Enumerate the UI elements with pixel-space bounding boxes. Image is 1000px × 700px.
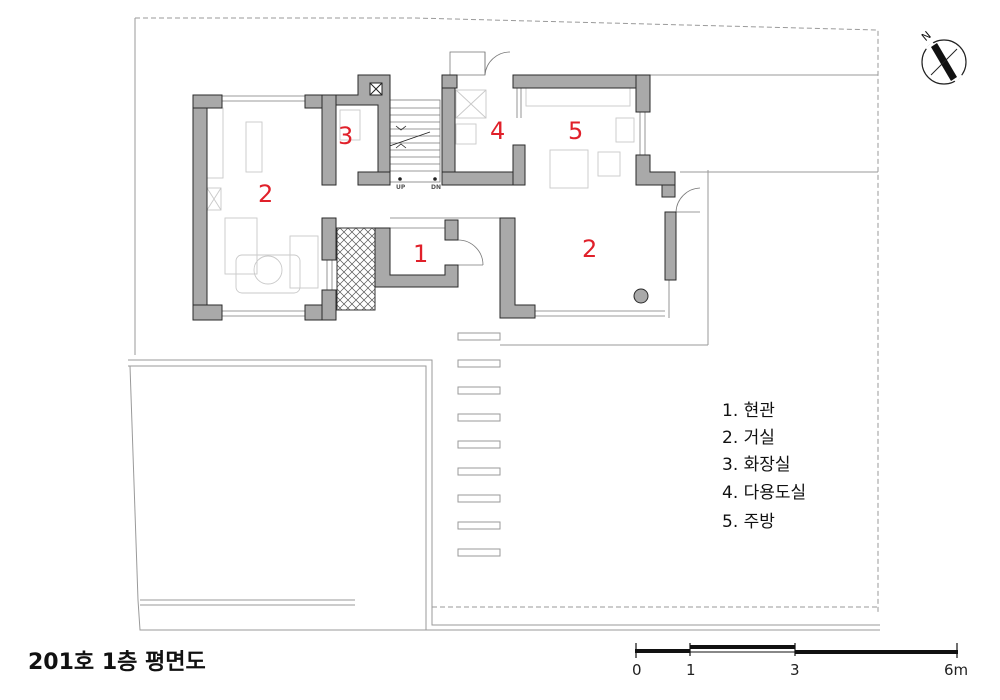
legend: 1. 현관 2. 거실 3. 화장실 4. 다용도실 5. 주방: [722, 401, 806, 532]
room-number-utility: 4: [490, 117, 505, 145]
stair-dn-dot: [433, 177, 437, 181]
stair-up-label: UP: [396, 184, 406, 191]
scale-label-3: 3: [790, 661, 800, 679]
windows: [222, 88, 670, 318]
column: [633, 288, 649, 304]
furniture: [206, 87, 635, 294]
room-number-entrance: 1: [413, 240, 428, 268]
storage-hatch: [336, 227, 376, 311]
room-numbers: 2 3 4 5 1 2: [258, 117, 597, 268]
walls: [192, 74, 677, 321]
legend-item: 2. 거실: [722, 428, 775, 448]
site-boundary: [128, 17, 880, 631]
stair-dn-label: DN: [431, 184, 441, 191]
room-number-kitchen: 5: [568, 117, 583, 145]
scale-label-0: 0: [632, 661, 642, 679]
doors: [336, 51, 701, 266]
plan-title: 201호 1층 평면도: [28, 650, 206, 675]
scale-label-1: 1: [686, 661, 696, 679]
legend-item: 1. 현관: [722, 401, 775, 421]
legend-item: 4. 다용도실: [722, 483, 806, 503]
legend-item: 3. 화장실: [722, 455, 791, 475]
compass-north-label: N: [919, 29, 934, 44]
room-number-bathroom: 3: [338, 122, 353, 150]
north-compass-icon: N: [919, 29, 967, 85]
scale-label-6m: 6m: [944, 661, 968, 679]
room-number-living-left: 2: [258, 180, 273, 208]
scale-bar: 0 1 3 6m: [632, 643, 968, 679]
room-number-living-right: 2: [582, 235, 597, 263]
legend-item: 5. 주방: [722, 512, 775, 532]
stair-up-dot: [398, 177, 402, 181]
stepping-stones: [457, 332, 501, 557]
